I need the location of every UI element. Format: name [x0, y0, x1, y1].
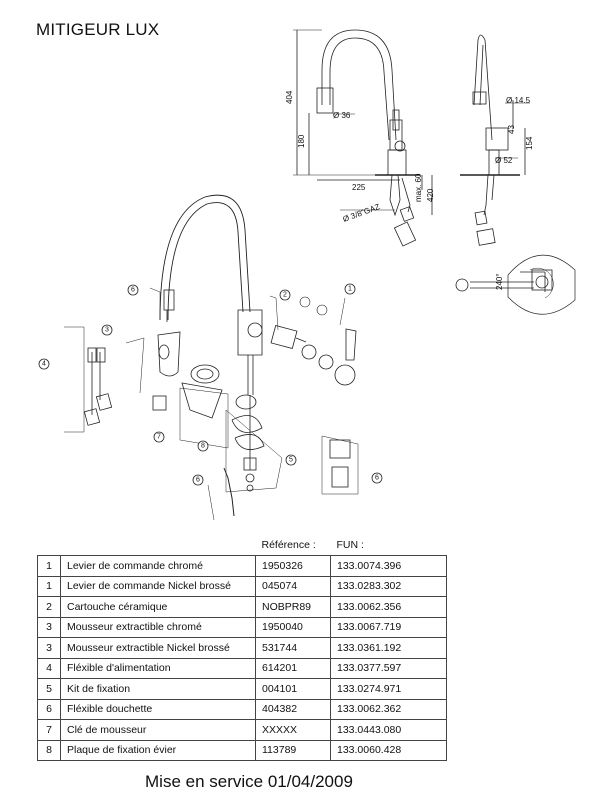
dim-240-deg: 240°: [495, 273, 504, 290]
callout-4: 4: [38, 358, 50, 370]
dim-dia-14-5: Ø 14.5: [506, 96, 531, 105]
svg-text:2: 2: [283, 292, 287, 299]
cell-num: 4: [37, 657, 61, 679]
svg-text:8: 8: [201, 443, 205, 450]
svg-text:3: 3: [105, 327, 109, 334]
technical-drawing: 404 180 225 Ø 36 max. 60 420 Ø 3/8"GAZ Ø…: [38, 29, 576, 521]
callout-blank-b: [316, 304, 328, 316]
cell-num: 2: [37, 596, 61, 618]
callout-3: 3: [101, 324, 113, 336]
dim-dia-52: Ø 52: [495, 156, 513, 165]
cell-num: 6: [37, 698, 61, 720]
header-reference: Référence :: [261, 538, 316, 551]
svg-text:7: 7: [157, 434, 161, 441]
front-elevation-view: [293, 29, 433, 247]
cell-label: Fléxible d'alimentation: [60, 657, 256, 679]
cell-fun: 133.0274.971: [330, 678, 447, 700]
cell-fun: 133.0062.362: [330, 698, 447, 720]
exploded-view: [64, 194, 359, 521]
svg-text:4: 4: [42, 361, 46, 368]
cell-label: Clé de mousseur: [60, 719, 256, 741]
cell-label: Mousseur extractible Nickel brossé: [60, 637, 256, 659]
cell-num: 3: [37, 637, 61, 659]
service-date: Mise en service 01/04/2009: [145, 772, 353, 791]
cell-fun: 133.0443.080: [330, 719, 447, 741]
dim-420: 420: [426, 188, 435, 202]
cell-ref: 404382: [255, 698, 331, 720]
svg-text:6: 6: [375, 475, 379, 482]
cell-ref: 531744: [255, 637, 331, 659]
cell-label: Kit de fixation: [60, 678, 256, 700]
part-callouts: 1 2 3 4 5 6 6 6 7 8: [38, 283, 383, 486]
cell-fun: 133.0074.396: [330, 555, 447, 577]
callout-2: 2: [279, 289, 291, 301]
cell-ref: 614201: [255, 657, 331, 679]
cell-fun: 133.0361.192: [330, 637, 447, 659]
cell-ref: 1950040: [255, 616, 331, 638]
cell-num: 5: [37, 678, 61, 700]
callout-1: 1: [344, 283, 356, 295]
cell-label: Levier de commande Nickel brossé: [60, 575, 256, 597]
cell-fun: 133.0062.356: [330, 596, 447, 618]
dim-max-60: max. 60: [414, 173, 423, 202]
dim-404: 404: [285, 90, 294, 104]
cell-num: 7: [37, 719, 61, 741]
side-dimensions: Ø 14.5 43 154 Ø 52: [495, 96, 534, 165]
cell-num: 3: [37, 616, 61, 638]
cell-fun: 133.0060.428: [330, 739, 447, 761]
cell-fun: 133.0377.597: [330, 657, 447, 679]
dim-180: 180: [297, 134, 306, 148]
table-header-row: Référence : FUN :: [38, 534, 447, 556]
cell-num: 1: [37, 575, 61, 597]
callout-6-bottom: 6: [192, 474, 204, 486]
callout-8: 8: [197, 440, 209, 452]
dim-43: 43: [507, 125, 516, 134]
callout-7: 7: [153, 431, 165, 443]
diagram-title: MITIGEUR LUX: [36, 20, 160, 39]
callout-5: 5: [285, 454, 297, 466]
cell-ref: XXXXX: [255, 719, 331, 741]
svg-text:6: 6: [196, 477, 200, 484]
cell-label: Fléxible douchette: [60, 698, 256, 720]
cell-label: Plaque de fixation évier: [60, 739, 256, 761]
dim-thread: Ø 3/8"GAZ: [342, 202, 382, 224]
front-dimensions: 404 180 225 Ø 36 max. 60 420 Ø 3/8"GAZ: [285, 90, 435, 224]
dim-225: 225: [352, 183, 366, 192]
callout-6-top: 6: [127, 284, 139, 296]
cell-ref: 113789: [255, 739, 331, 761]
callout-blank-a: [299, 296, 311, 308]
header-fun: FUN :: [336, 538, 364, 551]
cell-ref: 004101: [255, 678, 331, 700]
cell-ref: 045074: [255, 575, 331, 597]
dim-dia-36: Ø 36: [333, 111, 351, 120]
svg-text:1: 1: [348, 286, 352, 293]
callout-6-right: 6: [371, 472, 383, 484]
cell-label: Cartouche céramique: [60, 596, 256, 618]
cell-label: Levier de commande chromé: [60, 555, 256, 577]
cell-num: 1: [37, 555, 61, 577]
cell-fun: 133.0067.719: [330, 616, 447, 638]
cell-label: Mousseur extractible chromé: [60, 616, 256, 638]
side-elevation-view: [460, 34, 530, 246]
cell-fun: 133.0283.302: [330, 575, 447, 597]
top-view-rotation: [455, 254, 576, 315]
cell-ref: 1950326: [255, 555, 331, 577]
dim-154: 154: [525, 136, 534, 150]
cell-num: 8: [37, 739, 61, 761]
svg-text:6: 6: [131, 287, 135, 294]
cell-ref: NOBPR89: [255, 596, 331, 618]
svg-text:5: 5: [289, 457, 293, 464]
